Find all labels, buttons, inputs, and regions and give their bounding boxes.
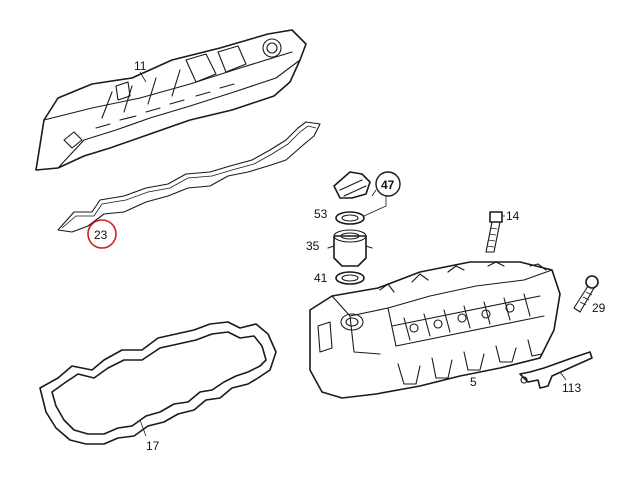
filler-cap[interactable] — [333, 171, 371, 199]
screw[interactable] — [573, 275, 599, 313]
seal-ring-bottom[interactable] — [335, 271, 365, 285]
callout-bracket: 113 — [562, 381, 581, 395]
callout-cover: 11 — [134, 59, 147, 73]
seal-ring-top[interactable] — [335, 211, 365, 225]
callout-cylinder-head: 5 — [470, 375, 477, 389]
callout-filler-neck: 35 — [306, 239, 320, 253]
callout-seal-bottom: 41 — [314, 271, 328, 285]
bracket[interactable] — [519, 351, 593, 389]
kit-circle — [375, 171, 401, 197]
callout-bolt: 14 — [506, 209, 520, 223]
cover-gasket-top[interactable] — [57, 121, 321, 233]
callout-seal-top: 53 — [314, 207, 328, 221]
cylinder-head-cover[interactable] — [35, 29, 307, 171]
callout-bottom-gasket: 17 — [146, 439, 160, 453]
cover-gasket-bottom[interactable] — [39, 321, 277, 445]
callout-screw: 29 — [592, 301, 606, 315]
filler-neck[interactable] — [327, 229, 373, 267]
callout-kit: 47 — [381, 178, 395, 192]
highlight-circle-gasket — [87, 219, 117, 249]
callout-top-gasket: 23 — [94, 228, 108, 242]
cylinder-head[interactable] — [309, 261, 561, 399]
bolt[interactable] — [485, 211, 503, 253]
